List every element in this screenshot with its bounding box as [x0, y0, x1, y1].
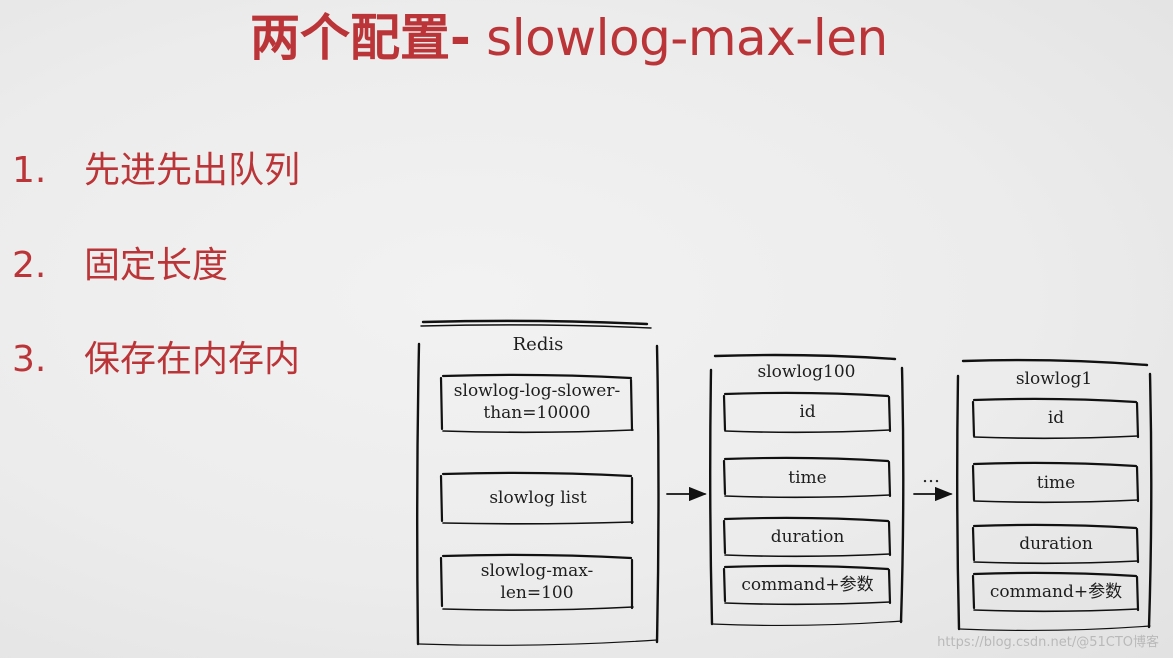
slowlog100-field-box	[722, 564, 892, 606]
slide-title-bold: 两个配置-	[250, 9, 471, 67]
list-item-in-memory: 3. 保存在内存内	[12, 335, 300, 385]
list-item-number: 1.	[12, 150, 47, 191]
slowlog1-container	[956, 358, 1153, 632]
slowlog100-field-id: id	[799, 402, 816, 422]
slowlog100-field-box	[722, 456, 892, 499]
slowlog100-field-duration: duration	[770, 527, 845, 547]
slide-title: 两个配置- slowlog-max-len	[250, 2, 888, 74]
redis-container	[416, 319, 660, 646]
list-item-text: 保存在内存内	[84, 339, 301, 380]
redis-item-box	[439, 373, 634, 434]
list-item-fixed-length: 2. 固定长度	[12, 241, 228, 291]
slowlog100-container	[709, 353, 905, 627]
list-item-number: 3.	[12, 339, 47, 380]
watermark-text: https://blog.csdn.net/@51CTO博客	[937, 635, 1159, 650]
list-item-number: 2.	[12, 245, 47, 286]
slowlog100-field-box	[722, 391, 892, 434]
slowlog1-field-duration: duration	[1019, 534, 1093, 554]
slowlog1-field-box	[971, 461, 1140, 504]
slowlog-diagram: Redis slowlog-log-slower-than=10000 slow…	[405, 318, 1165, 654]
slowlog1-field-command: command+参数	[989, 582, 1123, 602]
slowlog1-field-time: time	[1036, 473, 1076, 493]
ellipsis-label: …	[922, 466, 940, 487]
redis-item-max-len: slowlog-max-len=100	[480, 561, 594, 603]
slowlog1-field-box	[971, 523, 1140, 565]
redis-item-box	[439, 471, 634, 525]
slowlog100-field-time: time	[788, 468, 827, 488]
redis-item-slower-than: slowlog-log-slower-than=10000	[453, 381, 621, 423]
slowlog100-field-command: command+参数	[741, 575, 874, 595]
slowlog100-field-box	[722, 516, 892, 558]
redis-title: Redis	[512, 334, 564, 355]
slowlog100-title: slowlog100	[757, 362, 856, 382]
slowlog1-field-box	[971, 397, 1140, 440]
list-item-fifo: 1. 先进先出队列	[12, 146, 300, 196]
redis-item-slowlog-list: slowlog list	[489, 488, 587, 508]
slowlog1-field-box	[971, 571, 1140, 613]
diagram-drawing	[416, 319, 1153, 646]
slowlog1-field-id: id	[1047, 408, 1065, 428]
list-item-text: 固定长度	[84, 245, 229, 286]
list-item-text: 先进先出队列	[84, 150, 301, 191]
slowlog1-title: slowlog1	[1015, 369, 1093, 389]
redis-item-box	[439, 553, 634, 611]
slide-title-config-name: slowlog-max-len	[470, 9, 888, 67]
